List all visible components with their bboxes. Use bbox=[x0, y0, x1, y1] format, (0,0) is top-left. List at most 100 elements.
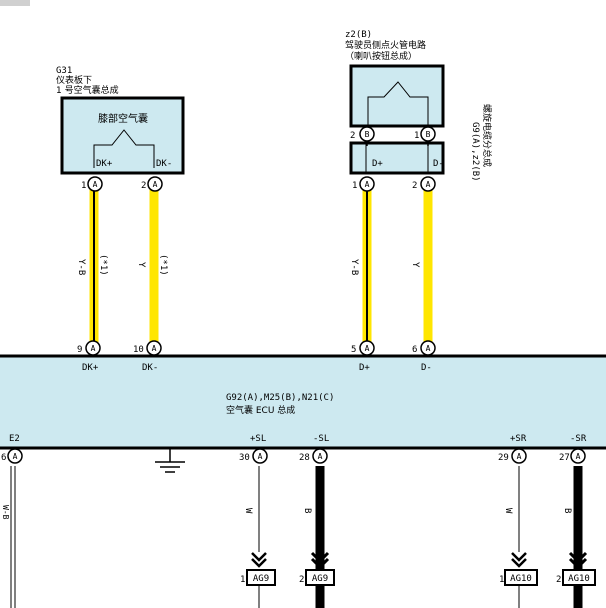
pin-spiral-1-letter: A bbox=[365, 180, 370, 189]
pin-ecu-5: 5 A bbox=[351, 340, 375, 356]
pin-spiral-2-letter: A bbox=[426, 180, 431, 189]
wire-note-knee-right: (*1) bbox=[158, 254, 168, 276]
ecu-name: 空气囊 ECU 总成 bbox=[226, 404, 295, 416]
chevron-down-icon bbox=[511, 552, 527, 568]
knee-airbag-term-dk-minus: DK- bbox=[156, 159, 172, 169]
wire-label-knee-left: Y-B bbox=[76, 259, 86, 275]
pin-ecu-9-number: 9 bbox=[77, 345, 82, 355]
squib-title: z2(B) bbox=[345, 30, 372, 40]
squib-subname: （喇叭按钮总成） bbox=[345, 50, 417, 62]
knee-airbag-name: 1 号空气囊总成 bbox=[56, 84, 119, 96]
connector-ag10-2-name: AG10 bbox=[568, 574, 590, 584]
knee-airbag-box bbox=[60, 96, 185, 175]
wire-label-knee-right: Y bbox=[136, 262, 146, 268]
connector-ag9-2-pin: 2 bbox=[299, 575, 304, 585]
spiral-term-d-minus: D- bbox=[433, 159, 444, 169]
pin-knee-1-number: 1 bbox=[81, 181, 86, 191]
ecu-label-sl-plus: +SL bbox=[250, 434, 266, 444]
pin-ecu-28: 28 A bbox=[299, 448, 328, 464]
knee-airbag-location: 仪表板下 bbox=[56, 74, 92, 86]
pin-knee-2-letter: A bbox=[153, 180, 158, 189]
pin-knee-2: 2 A bbox=[141, 176, 163, 192]
ecu-label-sr-minus: -SR bbox=[570, 434, 587, 444]
pin-squib-1-letter: B bbox=[426, 130, 431, 139]
pin-ecu-5-number: 5 bbox=[351, 345, 356, 355]
pin-ecu-6-letter: A bbox=[426, 344, 431, 353]
chevron-down-icon bbox=[251, 552, 267, 568]
ecu-label-d-plus: D+ bbox=[359, 363, 370, 373]
wire-label-spiral-left: Y-B bbox=[349, 259, 359, 275]
connector-ag9-1-name: AG9 bbox=[253, 574, 269, 584]
pin-ecu-30: 30 A bbox=[239, 448, 268, 464]
squib-name: 驾驶员侧点火管电路 bbox=[345, 39, 426, 51]
pin-ecu-10-number: 10 bbox=[133, 345, 144, 355]
chevron-down-icon bbox=[310, 551, 330, 570]
pin-squib-2-number: 2 bbox=[350, 131, 355, 141]
pin-ecu-29-letter: A bbox=[517, 452, 522, 461]
pin-spiral-2: 2 A bbox=[412, 176, 436, 192]
pin-ecu-6-number: 6 bbox=[412, 345, 417, 355]
pin-knee-2-number: 2 bbox=[141, 181, 146, 191]
pin-squib-2-letter: B bbox=[365, 130, 370, 139]
connector-ag9-2 bbox=[305, 569, 335, 586]
wire-label-sr-plus: W bbox=[503, 508, 513, 514]
connector-ag10-2 bbox=[562, 569, 596, 586]
pin-ecu-27-number: 27 bbox=[559, 453, 570, 463]
corner-tab bbox=[0, 0, 30, 6]
connector-ag9-2-name: AG9 bbox=[312, 574, 328, 584]
pin-ecu-10-letter: A bbox=[152, 344, 157, 353]
pin-ecu-9: 9 A bbox=[77, 340, 101, 356]
knee-airbag-term-dk-plus: DK+ bbox=[96, 159, 113, 169]
pin-knee-1: 1 A bbox=[81, 176, 103, 192]
ecu-label-dk-minus: DK- bbox=[142, 363, 158, 373]
connector-ag10-1-name: AG10 bbox=[510, 574, 532, 584]
spiral-name: 螺旋电缆分总成 bbox=[481, 104, 493, 167]
chevron-down-icon bbox=[568, 551, 588, 570]
ecu-label-d-minus: D- bbox=[421, 363, 432, 373]
connector-ag10-1 bbox=[504, 569, 538, 586]
pin-knee-1-letter: A bbox=[93, 180, 98, 189]
pin-ecu-e2-number: 6 bbox=[1, 453, 6, 463]
connector-ag10-2-pin: 2 bbox=[556, 575, 561, 585]
connector-ag9-1-pin: 1 bbox=[240, 575, 245, 585]
pin-ecu-9-letter: A bbox=[91, 344, 96, 353]
pin-spiral-1-number: 1 bbox=[352, 181, 357, 191]
pin-ecu-27-letter: A bbox=[576, 452, 581, 461]
pin-spiral-1: 1 A bbox=[352, 176, 375, 192]
ecu-label-e2: E2 bbox=[9, 434, 20, 444]
spiral-codes: G9(A),z2(B) bbox=[470, 122, 480, 182]
pin-ecu-10: 10 A bbox=[133, 340, 162, 356]
knee-airbag-code: G31 bbox=[56, 66, 72, 76]
wire-note-knee-left: (*1) bbox=[98, 254, 108, 276]
ecu-label-sr-plus: +SR bbox=[510, 434, 527, 444]
wire-label-sr-minus: B bbox=[562, 508, 572, 513]
wire-label-e2: W-B bbox=[1, 505, 10, 520]
connector-ag9-1 bbox=[246, 569, 276, 586]
ecu-label-dk-plus: DK+ bbox=[82, 363, 99, 373]
knee-airbag-inner-label: 膝部空气囊 bbox=[98, 112, 148, 125]
pin-ecu-27: 27 A bbox=[559, 448, 586, 464]
pin-ecu-28-number: 28 bbox=[299, 453, 310, 463]
spiral-cable-box bbox=[349, 141, 445, 175]
wire-label-spiral-right: Y bbox=[410, 262, 420, 268]
ground-icon bbox=[155, 448, 185, 473]
pin-ecu-6: 6 A bbox=[412, 340, 436, 356]
ecu-codes: G92(A),M25(B),N21(C) bbox=[226, 393, 334, 403]
squib-box bbox=[349, 64, 445, 128]
wire-label-sl-plus: W bbox=[243, 508, 253, 514]
pin-ecu-30-letter: A bbox=[258, 452, 263, 461]
pin-squib-1: 1 B bbox=[414, 126, 436, 142]
ecu-box bbox=[0, 354, 606, 450]
pin-spiral-2-number: 2 bbox=[412, 181, 417, 191]
connector-ag10-1-pin: 1 bbox=[499, 575, 504, 585]
pin-ecu-29: 29 A bbox=[498, 448, 527, 464]
pin-squib-1-number: 1 bbox=[414, 131, 419, 141]
squib-symbol bbox=[367, 81, 429, 126]
pin-ecu-e2: 6 A bbox=[1, 448, 23, 464]
wire-label-sl-minus: B bbox=[302, 508, 312, 513]
pin-squib-2: 2 B bbox=[350, 126, 375, 142]
pin-ecu-30-number: 30 bbox=[239, 453, 250, 463]
pin-ecu-5-letter: A bbox=[365, 344, 370, 353]
pin-ecu-29-number: 29 bbox=[498, 453, 509, 463]
